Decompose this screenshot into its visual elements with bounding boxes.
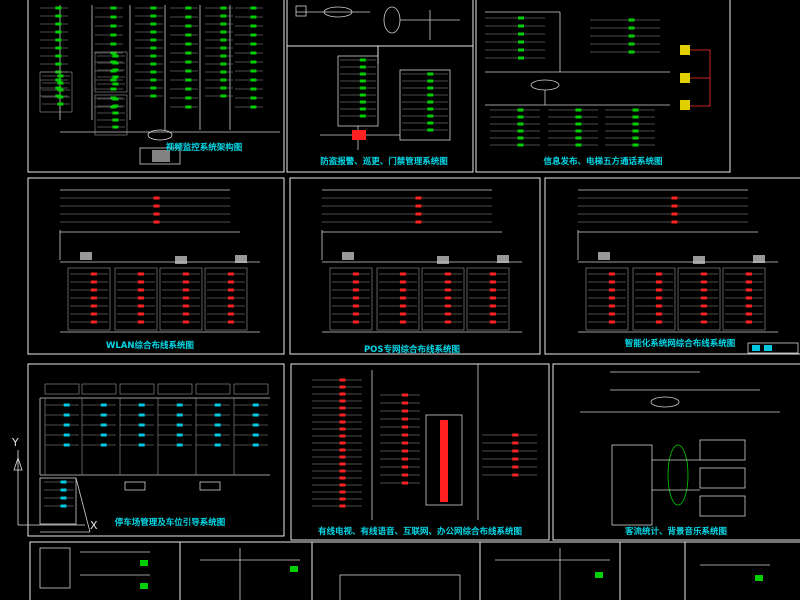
frame-alarm-access <box>286 0 474 173</box>
frame-wlan <box>27 177 285 355</box>
diagram-wlan <box>59 189 260 333</box>
frame-parking <box>27 363 285 537</box>
ucs-y-label: Y <box>11 436 19 449</box>
diagram-bottom-row <box>39 547 770 600</box>
diagram-alarm-access <box>295 5 460 150</box>
diagram-cabling-catv <box>312 364 537 520</box>
diagram-people-counting <box>580 371 780 526</box>
frame-pos <box>289 177 541 355</box>
ucs-axis-icon: Y X <box>11 436 98 532</box>
title-alarm-access: 防盗报警、巡更、门禁管理系统图 <box>320 156 448 167</box>
frame-bottom-row <box>29 541 800 600</box>
frame-intelligent <box>544 177 800 355</box>
title-pos: POS专网综合布线系统图 <box>364 344 460 355</box>
frame-video-surveillance <box>27 0 285 173</box>
title-wlan: WLAN综合布线系统图 <box>106 340 194 351</box>
diagram-intelligent <box>577 189 778 333</box>
diagram-parking <box>39 383 270 533</box>
title-video-surveillance: 视频监控系统架构图 <box>166 142 243 153</box>
diagram-info-elevator <box>485 11 711 147</box>
title-cabling-catv: 有线电视、有线语音、互联网、办公网综合布线系统图 <box>318 526 522 537</box>
frame-people-counting <box>552 363 800 541</box>
frame-cabling-catv <box>290 363 550 541</box>
legend-box <box>747 342 799 354</box>
diagram-video-surveillance <box>39 5 280 165</box>
frame-info-elevator <box>475 0 731 173</box>
ucs-x-label: X <box>90 519 98 532</box>
title-people-counting: 客流统计、背景音乐系统图 <box>624 526 727 537</box>
title-parking: 停车场管理及车位引导系统图 <box>115 517 226 528</box>
title-intelligent: 智能化系统网综合布线系统图 <box>624 338 736 349</box>
title-info-elevator: 信息发布、电梯五方通话系统图 <box>543 156 662 167</box>
diagram-pos <box>321 189 522 333</box>
panel-frames <box>27 0 800 600</box>
